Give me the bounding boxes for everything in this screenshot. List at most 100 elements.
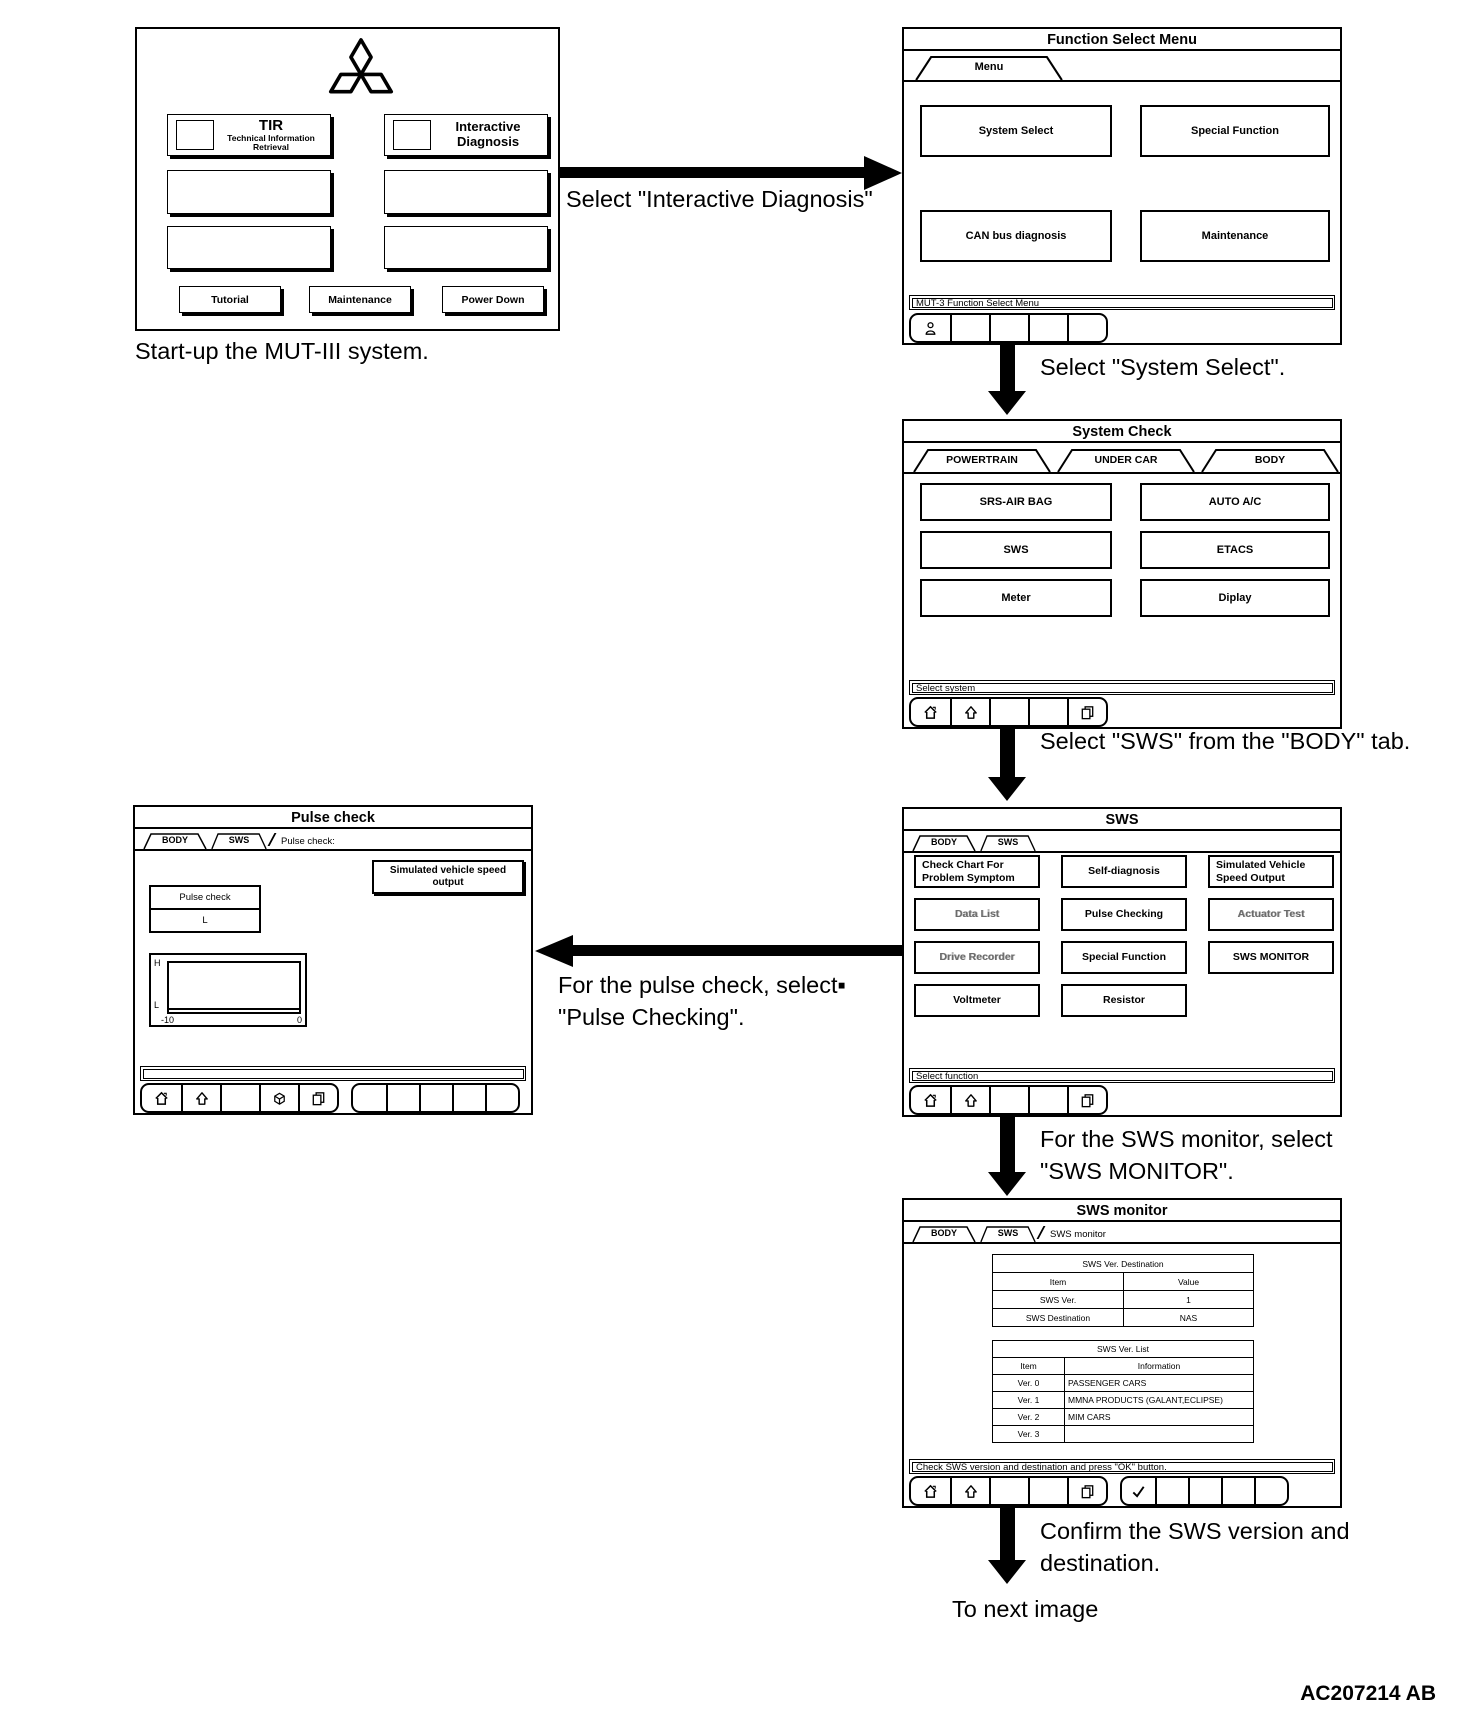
breadcrumb-slash bbox=[267, 833, 277, 846]
system-select-button[interactable]: System Select bbox=[920, 105, 1112, 157]
page-button[interactable] bbox=[298, 1085, 337, 1111]
self-diagnosis-button[interactable]: Self-diagnosis bbox=[1061, 855, 1187, 888]
y-axis-low-label: L bbox=[154, 1000, 160, 1010]
window-title: Function Select Menu bbox=[904, 29, 1340, 51]
window-title: Pulse check bbox=[135, 807, 531, 829]
tab-baseline bbox=[904, 472, 1340, 474]
breadcrumb-tab-sws[interactable]: SWS bbox=[211, 832, 267, 849]
caption-monitor-2: "SWS MONITOR". bbox=[1040, 1158, 1234, 1184]
page-button[interactable] bbox=[1067, 1478, 1106, 1504]
toolbar-cell-empty bbox=[419, 1085, 452, 1111]
breadcrumb-tab-body[interactable]: BODY bbox=[143, 832, 207, 849]
toolbar-cell-empty bbox=[1028, 315, 1067, 341]
window-title: System Check bbox=[904, 421, 1340, 443]
special-function-button[interactable]: Special Function bbox=[1140, 105, 1330, 157]
arrow-left-head bbox=[535, 935, 573, 967]
tab-powertrain[interactable]: POWERTRAIN bbox=[912, 448, 1052, 472]
sws-monitor-button[interactable]: SWS MONITOR bbox=[1208, 941, 1334, 974]
table-title: SWS Ver. List bbox=[992, 1340, 1254, 1358]
arrow-right-head bbox=[864, 156, 902, 190]
table-cell: Ver. 3 bbox=[992, 1425, 1065, 1443]
breadcrumb-tab-sws[interactable]: SWS bbox=[980, 1225, 1036, 1242]
voltmeter-button[interactable]: Voltmeter bbox=[914, 984, 1040, 1017]
maintenance-button[interactable]: Maintenance bbox=[1140, 210, 1330, 262]
figure-code: AC207214 AB bbox=[1300, 1682, 1436, 1705]
auto-ac-button[interactable]: AUTO A/C bbox=[1140, 483, 1330, 521]
pulse-check-table: Pulse check L bbox=[149, 885, 261, 933]
display-button[interactable]: Diplay bbox=[1140, 579, 1330, 617]
toolbar bbox=[909, 1085, 1108, 1115]
up-level-button[interactable] bbox=[181, 1085, 220, 1111]
breadcrumb-tab-sws[interactable]: SWS bbox=[980, 834, 1036, 851]
arrow-down-shaft bbox=[1000, 1117, 1015, 1172]
status-bar: Select system bbox=[909, 680, 1335, 695]
window-title: SWS bbox=[904, 809, 1340, 831]
simulated-vehicle-speed-output-button[interactable]: Simulated Vehicle Speed Output bbox=[1208, 855, 1334, 888]
pulse-checking-button[interactable]: Pulse Checking bbox=[1061, 898, 1187, 931]
caption-confirm-1: Confirm the SWS version and bbox=[1040, 1518, 1350, 1544]
resistor-button[interactable]: Resistor bbox=[1061, 984, 1187, 1017]
up-level-button[interactable] bbox=[950, 699, 989, 725]
power-down-button[interactable]: Power Down bbox=[442, 286, 544, 313]
tab-under-car[interactable]: UNDER CAR bbox=[1056, 448, 1196, 472]
check-chart-button[interactable]: Check Chart For Problem Symptom bbox=[914, 855, 1040, 888]
plot-area bbox=[167, 961, 301, 1014]
arrow-down-head bbox=[988, 391, 1026, 415]
table-cell: MMNA PRODUCTS (GALANT,ECLIPSE) bbox=[1064, 1391, 1254, 1409]
toolbar-cell-empty bbox=[1028, 699, 1067, 725]
page-button[interactable] bbox=[1067, 1087, 1106, 1113]
pulse-check-cell: Pulse check bbox=[179, 892, 231, 903]
table-cell: Ver. 1 bbox=[992, 1391, 1065, 1409]
arrow-down-shaft bbox=[1000, 1508, 1015, 1560]
up-icon bbox=[965, 705, 977, 719]
column-header: Information bbox=[1064, 1357, 1254, 1375]
toolbar-cell-empty bbox=[1188, 1478, 1221, 1504]
meter-button[interactable]: Meter bbox=[920, 579, 1112, 617]
table-cell: MIM CARS bbox=[1064, 1408, 1254, 1426]
special-function-button[interactable]: Special Function bbox=[1061, 941, 1187, 974]
home-icon bbox=[924, 1484, 937, 1498]
home-icon bbox=[155, 1091, 168, 1105]
up-level-button[interactable] bbox=[950, 1087, 989, 1113]
tir-button[interactable]: TIR Technical Information Retrieval bbox=[167, 114, 331, 156]
status-bar: Select function bbox=[909, 1068, 1335, 1083]
home-button[interactable] bbox=[911, 1478, 950, 1504]
arrow-down-shaft bbox=[1000, 345, 1015, 391]
ok-button[interactable] bbox=[1122, 1478, 1155, 1504]
home-icon bbox=[924, 1093, 937, 1107]
operator-button[interactable] bbox=[911, 315, 950, 341]
interactive-diagnosis-button[interactable]: Interactive Diagnosis bbox=[384, 114, 548, 156]
toolbar-cell-empty bbox=[1254, 1478, 1287, 1504]
tutorial-button[interactable]: Tutorial bbox=[179, 286, 281, 313]
pulse-level-cell: L bbox=[151, 908, 259, 931]
interactive-diagnosis-label-2: Diagnosis bbox=[456, 134, 520, 149]
home-button[interactable] bbox=[142, 1085, 181, 1111]
arrow-down-shaft bbox=[1000, 729, 1015, 777]
up-icon bbox=[965, 1484, 977, 1498]
status-bar bbox=[140, 1066, 526, 1081]
sws-button[interactable]: SWS bbox=[920, 531, 1112, 569]
column-header: Item bbox=[992, 1357, 1065, 1375]
home-button[interactable] bbox=[911, 1087, 950, 1113]
srs-air-bag-button[interactable]: SRS-AIR BAG bbox=[920, 483, 1112, 521]
window-system-check: System Check POWERTRAIN UNDER CAR BODY S… bbox=[902, 419, 1342, 729]
toolbar-cell-empty bbox=[1028, 1087, 1067, 1113]
tab-menu[interactable]: Menu bbox=[914, 55, 1064, 80]
page-button[interactable] bbox=[1067, 699, 1106, 725]
table-cell: Ver. 2 bbox=[992, 1408, 1065, 1426]
blank-button bbox=[167, 226, 331, 269]
can-bus-diagnosis-button[interactable]: CAN bus diagnosis bbox=[920, 210, 1112, 262]
home-button[interactable] bbox=[911, 699, 950, 725]
breadcrumb-tab-body[interactable]: BODY bbox=[912, 834, 976, 851]
toolbar bbox=[140, 1083, 520, 1113]
cube-button[interactable] bbox=[259, 1085, 298, 1111]
etacs-button[interactable]: ETACS bbox=[1140, 531, 1330, 569]
blank-button bbox=[384, 226, 548, 269]
maintenance-button[interactable]: Maintenance bbox=[309, 286, 411, 313]
tab-body[interactable]: BODY bbox=[1200, 448, 1340, 472]
caption-pulse-1: For the pulse check, select▪ bbox=[558, 972, 846, 998]
sws-ver-list-table: SWS Ver. List Item Information Ver. 0 PA… bbox=[992, 1340, 1254, 1443]
breadcrumb-tab-body[interactable]: BODY bbox=[912, 1225, 976, 1242]
up-level-button[interactable] bbox=[950, 1478, 989, 1504]
simulated-vehicle-speed-output-button[interactable]: Simulated vehicle speed output bbox=[372, 860, 524, 894]
